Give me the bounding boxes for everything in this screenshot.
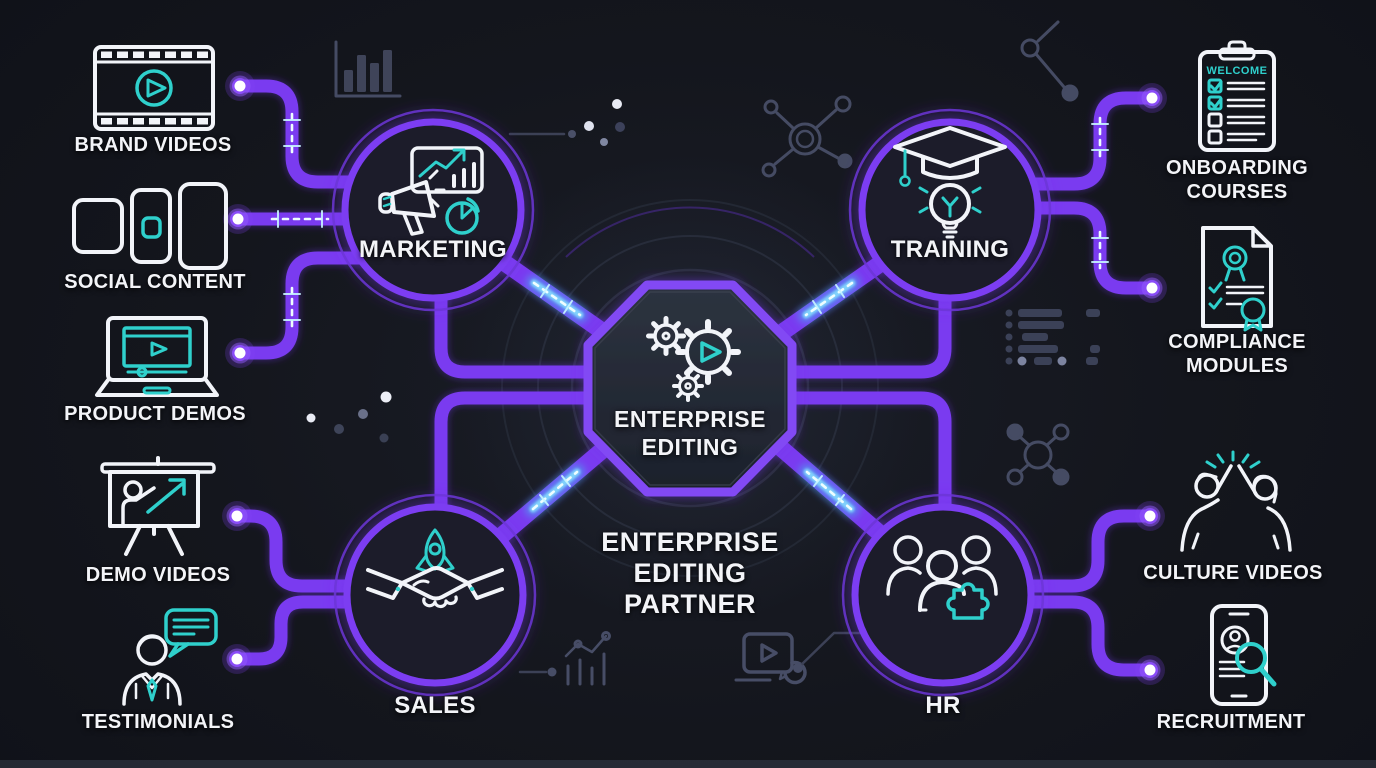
scatter-dots-mid-icon	[306, 391, 392, 443]
circuit-node	[793, 663, 803, 673]
wire-training-hub	[781, 283, 952, 379]
filmstrip-play-icon	[93, 45, 215, 131]
video-sync-decor-icon	[734, 632, 807, 685]
certificate-badge-icon	[1201, 226, 1273, 332]
label-social-content: SOCIAL CONTENT	[64, 271, 246, 293]
wire-hub-sales	[434, 391, 605, 519]
data-packet	[525, 464, 585, 517]
handshake-rocket-icon	[366, 528, 504, 609]
network-node-topright-icon	[1020, 20, 1079, 102]
connector-node	[1137, 273, 1167, 303]
connector-node	[1137, 83, 1167, 113]
connector-node	[222, 501, 252, 531]
label-compliance-modules: COMPLIANCE MODULES	[1168, 331, 1306, 377]
connector-node	[1135, 655, 1165, 685]
decor-layer	[306, 20, 1100, 686]
megaphone-analytics-icon	[378, 146, 484, 236]
label-training-hub: TRAINING	[890, 236, 1010, 263]
welcome-checklist-icon: WELCOME	[1198, 40, 1276, 152]
data-list-decor-icon	[1005, 309, 1100, 366]
label-sales-hub: SALES	[394, 692, 476, 719]
data-packets	[264, 106, 1109, 517]
label-demo-videos: DEMO VIDEOS	[85, 564, 231, 586]
data-packet	[526, 275, 588, 323]
wire-recruitment	[1013, 595, 1157, 677]
wire-hub-hr	[781, 391, 952, 519]
graduation-lightbulb-icon	[893, 126, 1007, 239]
connector-node	[1135, 501, 1165, 531]
laptop-video-icon	[95, 316, 219, 397]
high-five-icon	[1180, 450, 1292, 552]
wire-product-demos	[233, 251, 369, 360]
wire-onboarding	[1021, 91, 1159, 191]
circuit-node	[547, 667, 557, 677]
label-product-demos: PRODUCT DEMOS	[64, 403, 246, 425]
wire-demo-videos	[230, 509, 372, 593]
team-puzzle-icon	[886, 535, 998, 620]
connector-node	[225, 71, 255, 101]
wire-marketing-hub	[434, 283, 605, 379]
label-recruitment: RECRUITMENT	[1156, 711, 1306, 733]
label-brand-videos: BRAND VIDEOS	[74, 134, 232, 156]
data-packet	[264, 210, 336, 228]
line-chart-decor-icon	[564, 631, 611, 686]
person-speech-icon	[122, 608, 218, 706]
data-packet	[1091, 224, 1109, 276]
label-marketing-hub: MARKETING	[358, 236, 508, 263]
wire-culture	[1013, 509, 1157, 593]
hub-circle-hr	[841, 493, 1045, 697]
data-packet	[283, 106, 301, 160]
social-devices-icon	[72, 182, 228, 270]
scatter-dots-top-icon	[568, 99, 625, 146]
hub-circle-sales	[333, 493, 537, 697]
label-hr-hub: HR	[925, 692, 961, 719]
label-culture-videos: CULTURE VIDEOS	[1143, 562, 1323, 584]
center-caption: ENTERPRISE EDITING PARTNER	[601, 527, 779, 619]
welcome-badge: WELCOME	[1207, 65, 1268, 77]
bottom-edge-highlight	[0, 760, 1376, 768]
center-hub-title: ENTERPRISE EDITING	[614, 406, 766, 461]
presentation-chart-icon	[100, 456, 216, 556]
connector-node	[225, 338, 255, 368]
network-node-midright-icon	[1006, 423, 1070, 486]
network-node-icon	[761, 95, 853, 178]
label-onboarding-courses: ONBOARDING COURSES	[1166, 157, 1308, 203]
wire-testimonials	[230, 595, 372, 666]
connector-node	[222, 644, 252, 674]
gears-play-icon	[646, 316, 741, 402]
data-packet	[1091, 110, 1109, 164]
data-packet	[799, 464, 859, 517]
phone-search-icon	[1210, 604, 1277, 706]
bar-chart-decor-icon	[334, 40, 402, 98]
data-packet	[283, 280, 301, 334]
data-packet	[798, 275, 860, 323]
label-testimonials: TESTIMONIALS	[81, 711, 235, 733]
